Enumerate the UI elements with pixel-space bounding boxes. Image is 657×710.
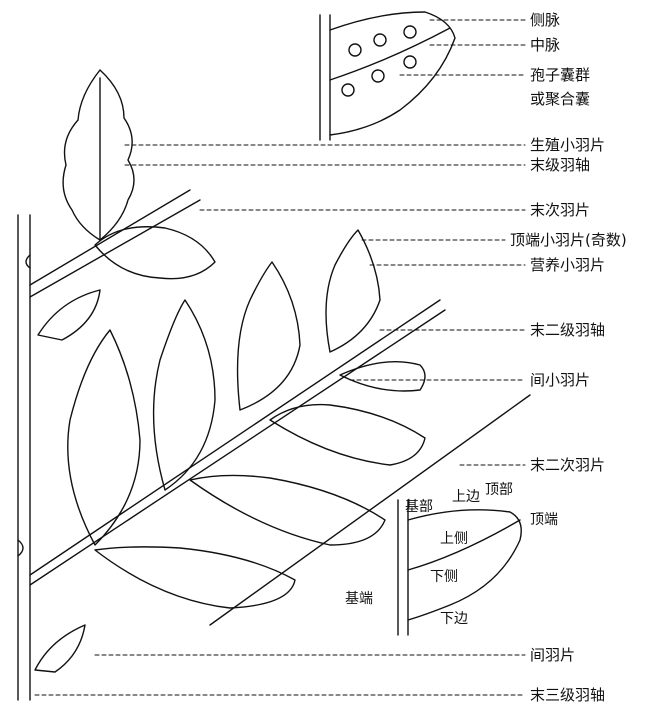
- pinnule-lower-3: [269, 403, 426, 466]
- label-sori-1: 孢子囊群: [530, 66, 591, 84]
- label-intercalary-pinnule: 间小羽片: [530, 371, 591, 389]
- inset-label-lower-side: 下侧: [430, 569, 458, 585]
- penultimate-pinna-rachis: [29, 299, 446, 586]
- inset-label-apex: 顶端: [530, 512, 558, 528]
- inset-label-lower-edge: 下边: [440, 611, 468, 627]
- fertile-pinnule-side: [94, 226, 216, 280]
- pinnule-2: [152, 299, 216, 491]
- label-intercalary-pinna: 间羽片: [530, 646, 576, 664]
- pinnule-lower-1: [94, 546, 296, 609]
- sorus-detail-pinnule: [329, 11, 456, 136]
- inset-label-basal-end: 基端: [345, 591, 373, 607]
- inset-label-upper-side: 上侧: [440, 531, 468, 547]
- label-midvein: 中脉: [530, 36, 561, 54]
- pinnule-3: [236, 261, 301, 411]
- label-sori-2: 或聚合囊: [530, 90, 591, 108]
- label-sterile-pinnule: 营养小羽片: [530, 256, 606, 274]
- fertile-pinnule-top: [62, 69, 135, 241]
- inset-label-base: 基部: [405, 499, 433, 515]
- pinnule-lower-2: [189, 474, 386, 546]
- sorus-detail-rachis: [319, 14, 331, 141]
- main-rachis: [17, 214, 31, 701]
- ultimate-rachis-branch: [29, 189, 201, 298]
- pinnule-4: [325, 229, 381, 353]
- label-penultimate-pinna: 末二次羽片: [530, 456, 606, 474]
- inset-rachis: [397, 499, 409, 636]
- inset-label-upper-edge: 上边: [452, 489, 480, 505]
- label-third-order-rachis: 末三级羽轴: [530, 686, 606, 704]
- label-penultimate-rachis: 末二级羽轴: [530, 321, 606, 339]
- label-ultimate-rachis: 末级羽轴: [530, 156, 591, 174]
- intercalary-pinna-bottom: [34, 624, 86, 673]
- pinnule-1: [67, 329, 141, 546]
- label-terminal-pinnule: 顶端小羽片(奇数): [510, 231, 627, 249]
- label-lateral-vein: 侧脉: [530, 11, 561, 29]
- inset-label-apex-region: 顶部: [485, 482, 513, 498]
- inset-pinnule: [407, 509, 522, 621]
- label-fertile-pinnule: 生殖小羽片: [530, 136, 606, 154]
- label-ultimate-pinna: 末次羽片: [530, 201, 591, 219]
- intercalary-pinna-upper: [37, 289, 101, 341]
- pinnule-lower-4: [339, 361, 426, 392]
